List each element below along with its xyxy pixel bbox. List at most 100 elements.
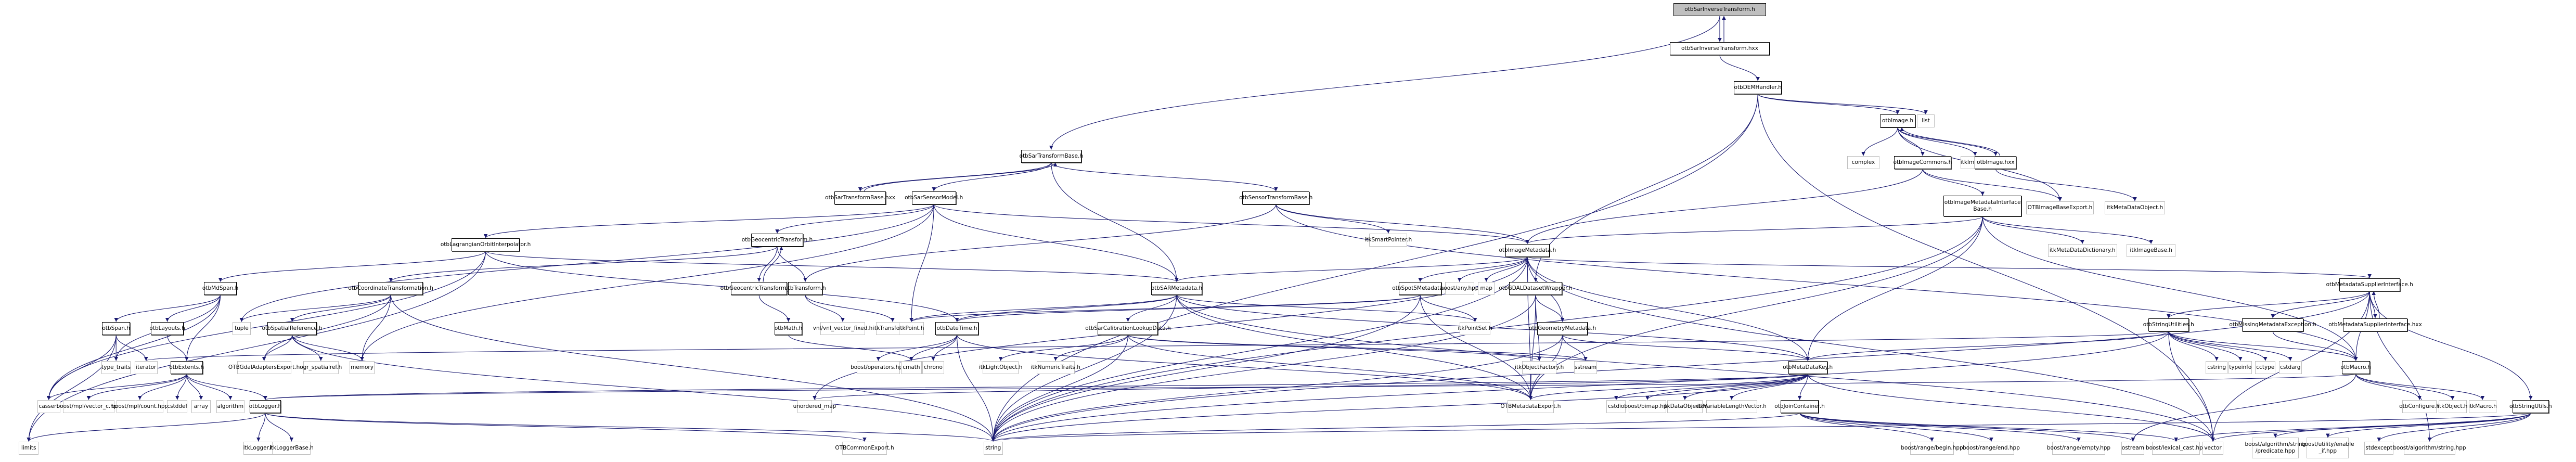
edge-sarCal-to-string (991, 335, 1128, 442)
edge-transform-to-vnlVF (805, 294, 845, 322)
node-otbsarinversetransform-hxx[interactable]: otbSarInverseTransform.hxx (1670, 42, 1770, 55)
edge-lagr-to-sarMD (485, 251, 1179, 282)
node-otbgdaldatasetwrapper-h[interactable]: otbGDALDatasetWrapper.h (1499, 281, 1573, 295)
node-otbsartransformbase-h[interactable]: otbSarTransformBase.h (1020, 149, 1083, 163)
edge-logger-to-string (265, 413, 995, 442)
edge-coordT-to-string (390, 294, 995, 442)
node-boost-lexical-cast-hpp: boost/lexical_cast.hpp (2146, 441, 2206, 455)
node-cstring: cstring (2206, 361, 2227, 374)
node-otbsarcalibrationlookupdata-h[interactable]: otbSarCalibrationLookupData.h (1085, 322, 1171, 335)
edge-sarCal-to-itkNumT (1053, 335, 1128, 361)
edge-sarTBhxx-to-sarTB (864, 162, 1058, 191)
edge-sensorTB-to-smartPtr (1276, 204, 1390, 234)
edge-imgMD-to-sarMD (1175, 256, 1528, 282)
edge-joinC-to-rangeEnd (1799, 413, 1993, 442)
node-otbmdspan-h[interactable]: otbMdSpan.h (202, 281, 238, 295)
node-otbmissingmetadataexception-h[interactable]: otbMissingMetadataException.h (2229, 318, 2316, 331)
node-otblayouts-h[interactable]: otbLayouts.h (149, 322, 185, 335)
node-boost-algorithm-string-hpp: boost/algorithm/string.hpp (2393, 441, 2466, 455)
node-otbimagemetadata-h[interactable]: otbImageMetadata.h (1499, 243, 1556, 257)
node-otbmath-h[interactable]: otbMath.h (774, 322, 803, 335)
edge-imdIntBase-to-itkMDDict (1982, 216, 2084, 244)
edge-mdKey-to-itkVLV (1729, 374, 1808, 400)
edge-sarTB-to-sarMD (1051, 162, 1179, 282)
node-otbgeocentrictransform-h[interactable]: otbGeocentricTransform.h (742, 233, 813, 247)
node-otbimage-hxx[interactable]: otbImage.hxx (1975, 156, 2017, 169)
edge-sarCal-to-sstream (1127, 335, 1588, 361)
edge-extents-to-mplCount (137, 374, 187, 400)
node-chrono: chrono (922, 361, 944, 374)
node-otbsensortransformbase-h[interactable]: otbSensorTransformBase.h (1239, 191, 1312, 204)
node-otbtransform-h[interactable]: otbTransform.h (784, 281, 826, 295)
edge-imdIntBase-to-mdKey (1806, 216, 1983, 361)
node-complex: complex (1847, 156, 1879, 169)
edge-mdKey-to-logger (264, 374, 1808, 400)
node-otbmetadatasupplierinterface-hxx[interactable]: otbMetadataSupplierInterface.hxx (2328, 318, 2422, 331)
node-otbsarinversetransform-h[interactable]: otbSarInverseTransform.h (1673, 3, 1767, 16)
edge-coordT-to-tuple (239, 294, 391, 322)
node-ogr-spatialref-h: ogr_spatialref.h (300, 361, 342, 374)
edge-sarSM-to-lagr (483, 204, 934, 238)
node-otblogger-h[interactable]: otbLogger.h (249, 400, 281, 413)
node-otbsarsensormodel-h[interactable]: otbSarSensorModel.h (905, 191, 963, 204)
edge-sarMD-to-itkPointSet (1176, 294, 1477, 322)
node-stdexcept: stdexcept (2364, 441, 2394, 455)
node-otbmacro-h[interactable]: otbMacro.h (2340, 361, 2371, 374)
edge-mdSupIf-to-strUtils (2369, 291, 2533, 400)
node-cctype: cctype (2255, 361, 2276, 374)
node-otbsartransformbase-hxx[interactable]: otbSarTransformBase.hxx (825, 191, 895, 204)
edge-sarMD-to-sarCal (1126, 294, 1177, 322)
node-otbstringutils-h[interactable]: otbStringUtils.h (2509, 400, 2552, 413)
node-otbspatialreference-h[interactable]: otbSpatialReference.h (262, 322, 323, 335)
edge-strUtil-to-macro (2168, 331, 2358, 361)
node-otbgeometrymetadata-h[interactable]: otbGeometryMetadata.h (1529, 322, 1596, 335)
edge-gdalDW-to-string (991, 294, 1536, 442)
node-otbimagemetadatainterface-base-h[interactable]: otbImageMetadataInterface Base.h (1943, 196, 2021, 216)
edge-imgMD-to-mdKey (1527, 256, 1810, 361)
node-itkobject-h: itkObject.h (2438, 400, 2467, 413)
edge-imdIntBase-to-itkImgBase (1982, 216, 2153, 244)
edge-spot5-to-itkPointSet (1420, 294, 1477, 322)
node-otbgeocentrictransform-hxx[interactable]: otbGeocentricTransform.hxx (720, 281, 798, 295)
node-otbdemhandler-h[interactable]: otbDEMHandler.h (1734, 81, 1782, 94)
edge-spot5-to-dateTime (955, 294, 1421, 322)
node-itkdataobject-h: itkDataObject.h (1664, 400, 1706, 413)
node-cmath: cmath (901, 361, 922, 374)
node-otbspan-h[interactable]: otbSpan.h (102, 322, 130, 335)
node-array: array (191, 400, 211, 413)
edge-geoT-to-transform (777, 246, 807, 282)
edge-dem-to-gdalDW (1534, 94, 1758, 282)
edge-joinC-to-rangeBegin (1799, 413, 1934, 442)
edge-span-to-limits (27, 335, 117, 442)
edge-mdSpan-to-cassert (46, 294, 221, 400)
node-otbimage-h[interactable]: otbImage.h (1880, 114, 1915, 127)
edge-spRef-to-memory (292, 335, 364, 361)
node-vector: vector (2202, 441, 2224, 455)
edge-mdKey-to-cstdio (1614, 374, 1808, 400)
edge-sitHxx-to-dem (1719, 55, 1760, 81)
node-iterator: iterator (134, 361, 158, 374)
node-itkloggerbase-h: itkLoggerBase.h (269, 441, 314, 455)
node-otbdatetime-h[interactable]: otbDateTime.h (935, 322, 978, 335)
node-otbmetadatasupplierinterface-h[interactable]: otbMetadataSupplierInterface.h (2326, 278, 2413, 291)
node-otbstringutilities-h[interactable]: otbStringUtilities.h (2143, 318, 2194, 331)
edge-sarMD-to-itkPoint (909, 294, 1177, 322)
node-otbjoincontainer-h[interactable]: otbJoinContainer.h (1774, 400, 1825, 413)
node-itkmetadataobject-h: itkMetaDataObject.h (2105, 201, 2165, 214)
node-type-traits: type_traits (101, 361, 131, 374)
node-otbimagecommons-h[interactable]: otbImageCommons.h (1894, 156, 1952, 169)
node-otbcoordinatetransformation-h[interactable]: otbCoordinateTransformation.h (348, 281, 433, 295)
edge-sarMD-to-vector (1176, 294, 2215, 442)
node-otbspot5metadata-h[interactable]: otbSpot5Metadata.h (1392, 281, 1448, 295)
edge-sarSM-to-sarMD (933, 204, 1179, 282)
node-otbsarmetadata-h[interactable]: otbSARMetadata.h (1151, 281, 1202, 295)
node-itkimagebase-h: itkImageBase.h (2127, 243, 2176, 257)
node-itksmartpointer-h: itkSmartPointer.h (1364, 233, 1412, 247)
node-otbextents-h[interactable]: otbExtents.h (169, 361, 204, 374)
node-otblagrangianorbitinterpolator-h[interactable]: otbLagrangianOrbitInterpolator.h (441, 238, 531, 251)
node-otbmetadatakey-h[interactable]: otbMetaDataKey.h (1783, 361, 1833, 374)
edge-macro-to-configure (2355, 374, 2422, 400)
edge-logger-to-limits (27, 413, 266, 442)
edge-image-to-itkImage (1897, 127, 1977, 156)
edge-sensorTB-to-imgMD (1276, 204, 1530, 244)
